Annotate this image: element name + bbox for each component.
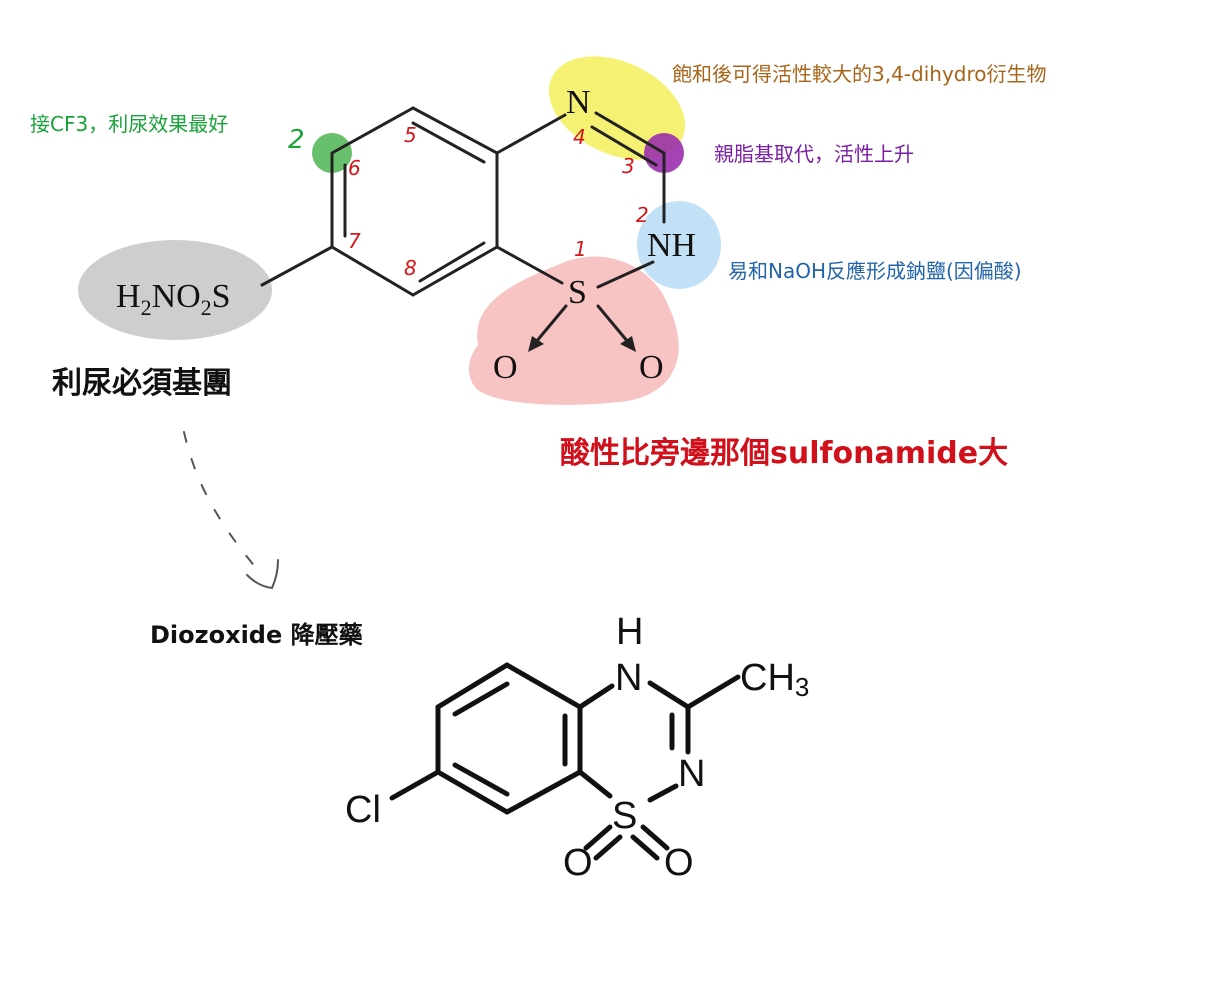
sub-no: NO	[152, 278, 201, 315]
top-structure-bonds	[260, 106, 666, 352]
highlight-red-so2	[469, 256, 679, 405]
atom-o-bottom-right: O	[664, 842, 694, 884]
atom-o-left: O	[493, 349, 518, 386]
highlight-yellow-n4	[548, 56, 686, 160]
atom-n-right: N	[678, 753, 705, 795]
atom-n4: N	[566, 84, 591, 121]
atom-cl: Cl	[345, 789, 381, 831]
note-acidity: 酸性比旁邊那個sulfonamide大	[560, 436, 1008, 471]
ring-number-5: 5	[404, 123, 417, 147]
atom-ch: CH	[740, 657, 795, 699]
atom-o-bottom-left: O	[563, 842, 593, 884]
note-dihydro: 飽和後可得活性較大的3,4-dihydro衍生物	[672, 62, 1047, 86]
sub-h-2: 2	[141, 295, 152, 320]
sub-h: H	[116, 278, 141, 315]
dashed-arrow	[183, 431, 279, 589]
sub-s: S	[212, 278, 231, 315]
ring-number-7: 7	[348, 229, 361, 253]
ring-number-2: 2	[636, 203, 649, 227]
sub-o-2: 2	[201, 295, 212, 320]
highlight-blue-nh	[637, 201, 721, 289]
bottom-structure-label: Diozoxide 降壓藥	[150, 621, 364, 649]
ring-number-4: 4	[573, 125, 586, 149]
atom-o-right: O	[639, 349, 664, 386]
atom-ch3: CH3	[740, 657, 809, 702]
note-naoh: 易和NaOH反應形成鈉鹽(因偏酸)	[728, 259, 1022, 283]
ring-number-3: 3	[622, 154, 635, 178]
note-diuretic-group: 利尿必須基團	[52, 366, 232, 401]
note-lipophilic: 親脂基取代，活性上升	[714, 142, 914, 166]
atom-nh: NH	[647, 227, 696, 264]
atom-h-top: H	[616, 611, 643, 653]
atom-n-top: N	[615, 657, 642, 699]
substituent-h2no2s: H2NO2S	[116, 278, 231, 320]
note-cf3-mark: 2	[288, 125, 305, 155]
ring-number-6: 6	[348, 156, 361, 180]
note-cf3: 接CF3，利尿效果最好	[30, 112, 228, 136]
ring-number-1: 1	[574, 237, 587, 261]
highlight-gray-h2no2s	[78, 240, 272, 340]
bottom-structure-bonds	[389, 662, 741, 861]
atom-ch-sub: 3	[795, 672, 809, 702]
atom-s1: S	[568, 274, 587, 311]
ring-number-8: 8	[404, 256, 417, 280]
atom-s-bottom: S	[612, 795, 637, 837]
